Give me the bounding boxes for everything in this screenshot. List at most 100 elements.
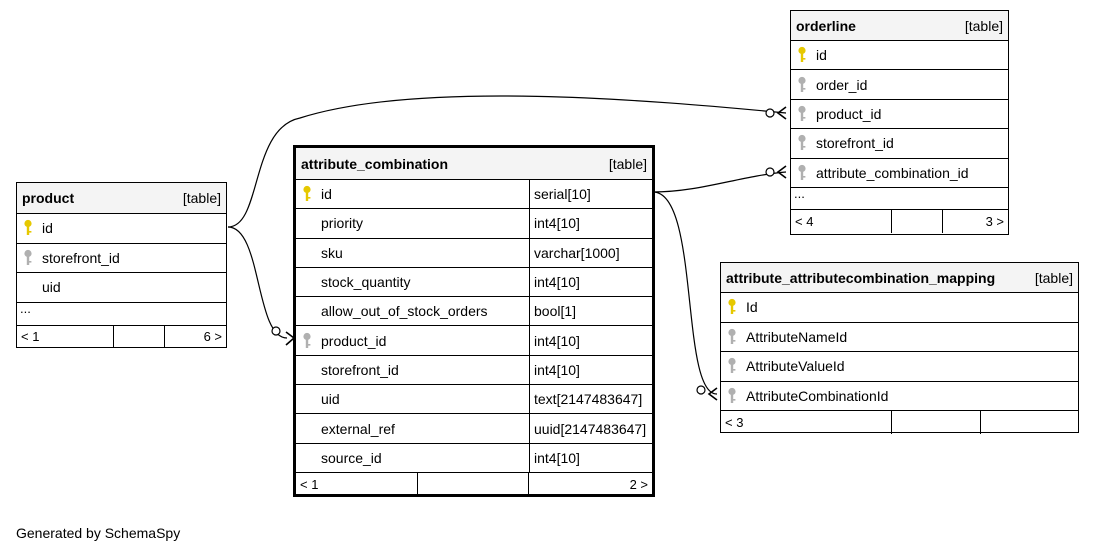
column-row-storefront-id[interactable]: storefront_id (791, 129, 1008, 159)
table-name: attribute_combination (301, 155, 449, 172)
column-name: external_ref (321, 420, 395, 437)
column-row-attributenameid[interactable]: AttributeNameId (721, 323, 1078, 352)
crowfoot-icon (776, 106, 787, 120)
edge-product-to-orderline (227, 95, 787, 228)
edge-combination-to-orderline (652, 171, 787, 193)
table-header: product [table] (17, 183, 226, 214)
column-row-product-id[interactable]: product_id int4[10] (296, 326, 652, 356)
column-type: uuid[2147483647] (534, 420, 647, 437)
column-name: uid (321, 391, 340, 408)
column-type: int4[10] (534, 274, 580, 291)
column-name: uid (42, 279, 61, 296)
edge-combination-to-mapping (652, 191, 718, 395)
table-header: orderline [table] (791, 11, 1008, 41)
column-row-id[interactable]: id (791, 41, 1008, 71)
column-row-priority[interactable]: priority int4[10] (296, 209, 652, 239)
footer-children-count[interactable]: 6 > (203, 329, 222, 344)
column-type: varchar[1000] (534, 244, 620, 261)
column-name: attribute_combination_id (816, 164, 969, 181)
foreign-key-icon (728, 358, 736, 374)
column-row-attributecombinationid[interactable]: AttributeCombinationId (721, 382, 1078, 411)
edge-product-to-combination (227, 226, 288, 339)
primary-key-icon (728, 299, 736, 315)
column-name: product_id (321, 332, 387, 349)
table-name: orderline (796, 17, 856, 34)
table-type-label: [table] (964, 17, 1003, 34)
column-type: text[2147483647] (534, 391, 643, 408)
column-name: storefront_id (321, 361, 399, 378)
more-columns-indicator: ... (791, 187, 1008, 210)
table-type-label: [table] (608, 155, 647, 172)
column-row-stock-quantity[interactable]: stock_quantity int4[10] (296, 267, 652, 298)
column-type: serial[10] (534, 186, 591, 203)
primary-key-icon (24, 220, 32, 236)
column-row-uid[interactable]: uid text[2147483647] (296, 385, 652, 415)
table-footer: < 4 3 > (791, 209, 1008, 233)
table-footer: < 1 6 > (17, 325, 226, 348)
column-name: priority (321, 215, 364, 232)
edge-end-circle (765, 108, 775, 118)
column-name: allow_out_of_stock_orders (321, 303, 488, 320)
column-type: int4[10] (534, 332, 580, 349)
column-name: id (321, 186, 332, 203)
column-name: storefront_id (42, 249, 120, 266)
footer-parents-count[interactable]: < 3 (725, 415, 744, 430)
edge-end-circle (271, 326, 281, 336)
foreign-key-icon (798, 135, 806, 151)
table-footer: < 1 2 > (296, 472, 652, 497)
more-columns-indicator: ... (17, 302, 226, 326)
column-name: sku (321, 244, 343, 261)
footer-parents-count[interactable]: < 1 (21, 329, 40, 344)
table-type-label: [table] (182, 190, 221, 206)
foreign-key-icon (798, 164, 806, 180)
foreign-key-icon (798, 105, 806, 121)
column-row-product-id[interactable]: product_id (791, 100, 1008, 130)
table-name: product (22, 190, 75, 206)
footer-parents-count[interactable]: < 4 (795, 213, 814, 229)
edge-end-circle (765, 167, 775, 177)
primary-key-icon (798, 47, 806, 63)
column-row-id[interactable]: id serial[10] (296, 180, 652, 210)
column-type: int4[10] (534, 215, 580, 232)
column-row-uid[interactable]: uid (17, 273, 226, 303)
footer-children-count[interactable]: 3 > (985, 213, 1004, 229)
column-row-external-ref[interactable]: external_ref uuid[2147483647] (296, 414, 652, 444)
column-name: stock_quantity (321, 274, 411, 291)
column-name: order_id (816, 76, 868, 93)
column-row-attribute-combination-id[interactable]: attribute_combination_id (791, 159, 1008, 188)
footer-parents-count[interactable]: < 1 (300, 477, 319, 493)
table-attribute-attributecombination-mapping[interactable]: attribute_attributecombination_mapping [… (720, 262, 1079, 434)
footer-children-count[interactable] (981, 411, 1078, 434)
table-footer: < 3 (721, 411, 1078, 434)
foreign-key-icon (728, 387, 736, 403)
primary-key-icon (303, 186, 311, 202)
column-name: AttributeNameId (746, 328, 848, 345)
foreign-key-icon (798, 76, 806, 92)
column-name: id (42, 220, 53, 237)
column-row-id[interactable]: id (17, 214, 226, 244)
footer-children-count[interactable]: 2 > (629, 477, 648, 493)
table-header: attribute_combination [table] (296, 148, 652, 180)
column-row-attributevalueid[interactable]: AttributeValueId (721, 352, 1078, 382)
column-row-order-id[interactable]: order_id (791, 70, 1008, 100)
column-row-source-id[interactable]: source_id int4[10] (296, 443, 652, 473)
column-row-storefront-id[interactable]: storefront_id (17, 244, 226, 273)
column-row-sku[interactable]: sku varchar[1000] (296, 238, 652, 268)
crowfoot-icon (707, 387, 718, 401)
edge-end-circle (696, 385, 706, 395)
crowfoot-icon (285, 331, 295, 346)
column-type: int4[10] (534, 449, 580, 466)
column-type: int4[10] (534, 361, 580, 378)
crowfoot-icon (776, 165, 787, 179)
foreign-key-icon (303, 332, 311, 348)
column-row-storefront-id[interactable]: storefront_id int4[10] (296, 355, 652, 386)
table-attribute-combination[interactable]: attribute_combination [table] id serial[1… (293, 145, 655, 497)
column-name: Id (746, 299, 758, 316)
column-row-id[interactable]: Id (721, 293, 1078, 323)
column-name: product_id (816, 105, 882, 122)
column-name: source_id (321, 449, 382, 466)
